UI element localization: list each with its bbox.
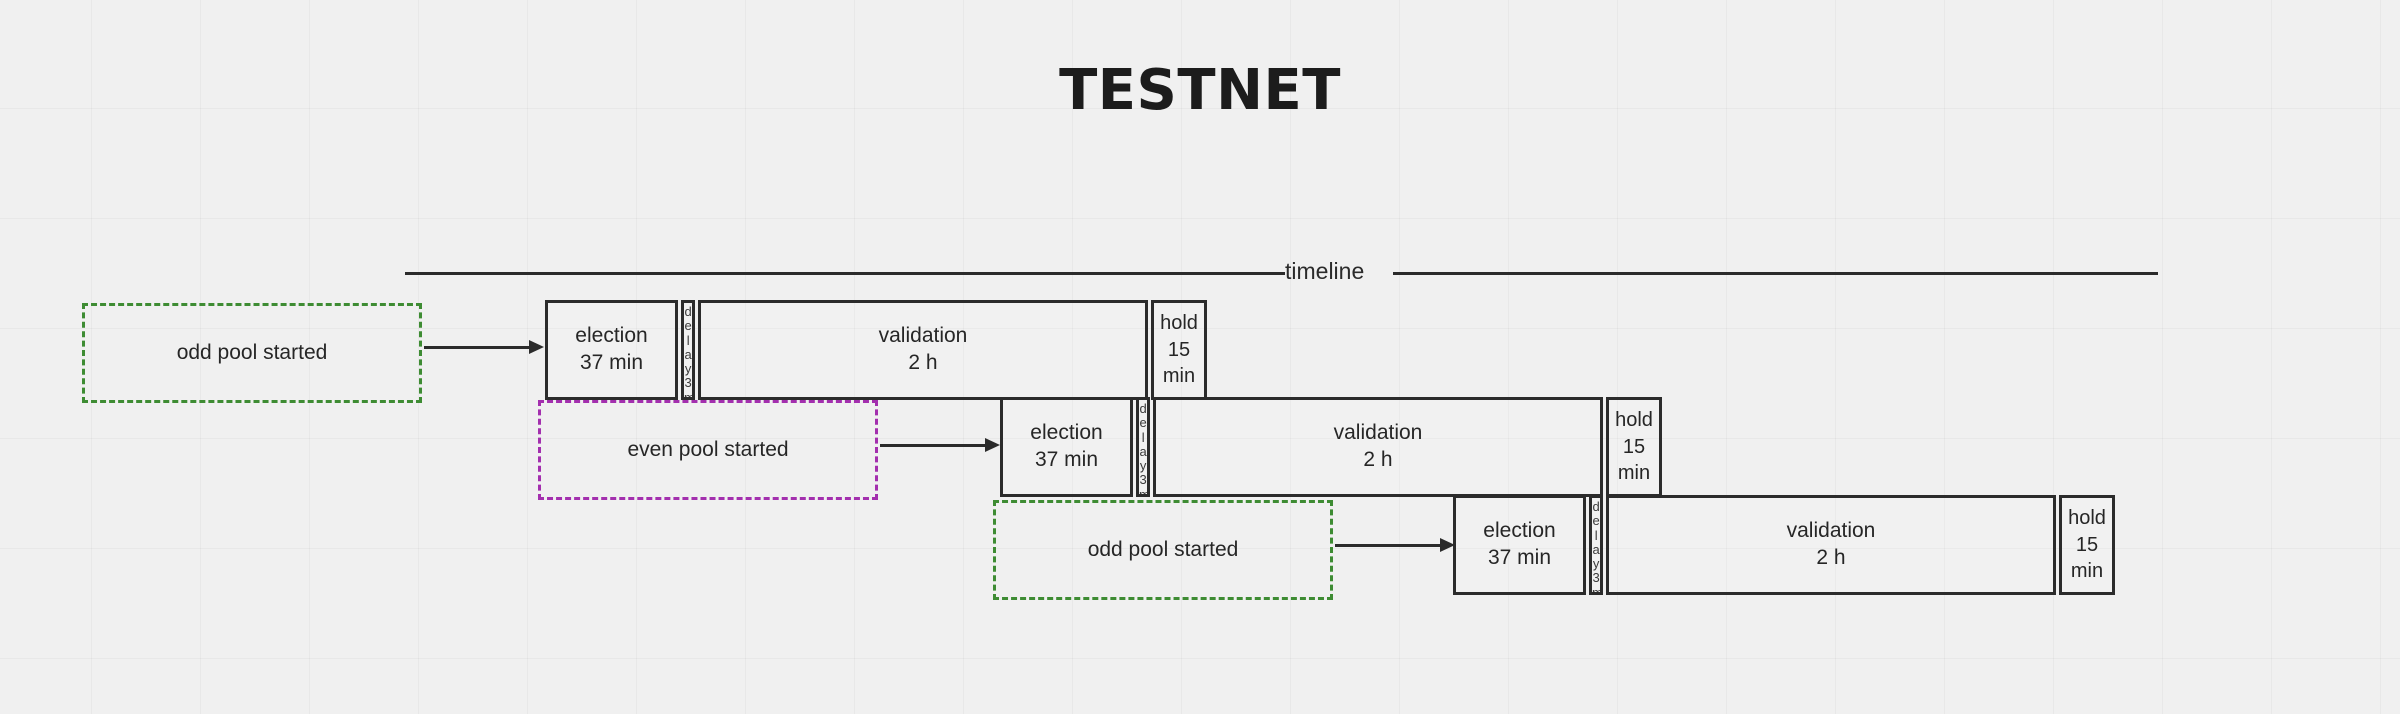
phase-box-delay-row3: delay 3 min [1589,495,1603,595]
note-even-pool-started: even pool started [538,400,878,500]
timeline-axis-right-segment [1393,272,2158,275]
phase-name: hold [2068,507,2106,530]
phase-box-validation-row1: validation 2 h [698,300,1148,400]
phase-box-validation-row2: validation 2 h [1153,397,1603,497]
phase-name: election [1030,421,1103,445]
note-label: odd pool started [176,341,328,364]
arrow-note3-to-election3 [1335,538,1455,552]
arrow-head [985,438,1000,452]
phase-duration: 2 h [908,351,938,374]
phase-name: hold [1615,409,1653,432]
arrow-head [529,340,544,354]
phase-duration: 37 min [579,351,644,374]
note-odd-pool-started-1: odd pool started [82,303,422,403]
phase-box-delay-row1: delay 3 min [681,300,695,400]
phase-duration-value: 15 [2075,533,2099,556]
arrow-head [1440,538,1455,552]
phase-box-election-row1: election 37 min [545,300,678,400]
phase-label: delay 3 min [1592,499,1603,595]
phase-name: validation [1333,421,1423,445]
phase-duration: 2 h [1816,546,1846,569]
phase-box-election-row2: election 37 min [1000,397,1133,497]
arrow-shaft [1335,544,1441,547]
phase-name: validation [1786,519,1876,543]
note-label: even pool started [627,438,789,461]
phase-name: validation [878,324,968,348]
arrow-note1-to-election1 [424,340,544,354]
phase-box-validation-row3: validation 2 h [1606,495,2056,595]
phase-box-hold-row3: hold 15 min [2059,495,2115,595]
phase-duration-unit: min [1617,462,1651,485]
phase-duration: 37 min [1487,546,1552,569]
phase-duration-value: 15 [1622,435,1646,458]
arrow-shaft [424,346,530,349]
phase-label: delay 3 min [1139,401,1150,497]
arrow-note2-to-election2 [880,438,1000,452]
phase-box-hold-row1: hold 15 min [1151,300,1207,400]
arrow-shaft [880,444,986,447]
phase-duration-unit: min [2070,560,2104,583]
phase-box-election-row3: election 37 min [1453,495,1586,595]
phase-name: election [1483,519,1556,543]
phase-box-delay-row2: delay 3 min [1136,397,1150,497]
phase-duration-value: 15 [1167,338,1191,361]
phase-name: election [575,324,648,348]
phase-label: delay 3 min [684,304,695,400]
phase-duration: 2 h [1363,448,1393,471]
phase-duration-unit: min [1162,365,1196,388]
phase-name: hold [1160,312,1198,335]
phase-duration: 37 min [1034,448,1099,471]
timeline-axis [405,272,2158,275]
note-odd-pool-started-2: odd pool started [993,500,1333,600]
page-title: TESTNET [1059,58,1341,123]
phase-box-hold-row2: hold 15 min [1606,397,1662,497]
timeline-label: timeline [1285,258,1365,284]
timeline-axis-left-segment [405,272,1285,275]
note-label: odd pool started [1087,538,1239,561]
